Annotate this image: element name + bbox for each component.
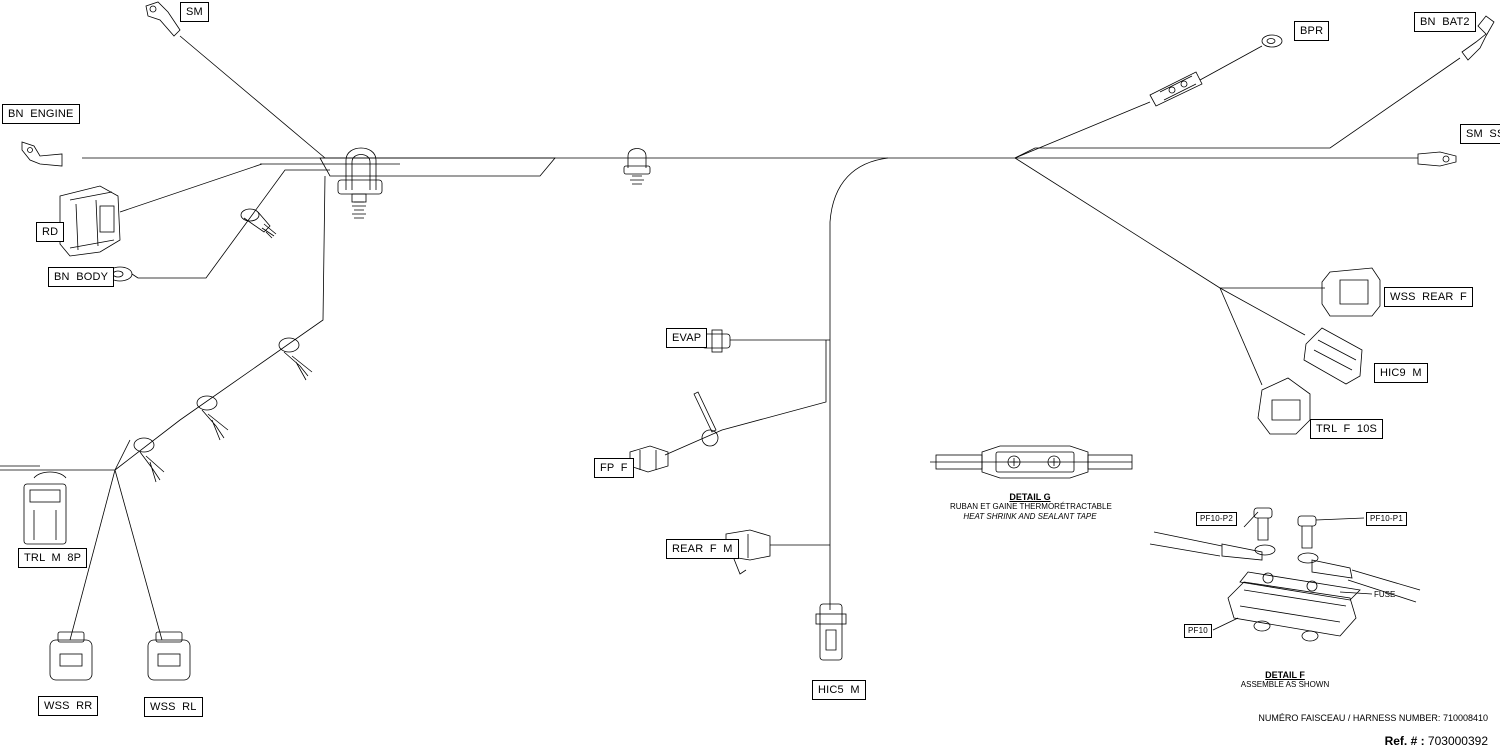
label-sm: SM xyxy=(180,2,209,22)
harness-clip-icon xyxy=(196,395,229,441)
label-fp-f: FP F xyxy=(594,458,634,478)
label-wss-rear-f: WSS REAR F xyxy=(1384,287,1473,307)
bpr-fuse-holder-icon xyxy=(1149,71,1203,107)
cable-tie-icon xyxy=(693,391,719,447)
detail-g-title: DETAIL G xyxy=(1009,492,1051,502)
detail-f-title: DETAIL F xyxy=(1265,670,1305,680)
label-trl-f-10s: TRL F 10S xyxy=(1310,419,1384,439)
label-wss-rl: WSS RL xyxy=(144,697,203,717)
wss-rr-connector-icon xyxy=(49,631,93,681)
label-sm-ss: SM SS xyxy=(1460,124,1500,144)
detail-f-line1: ASSEMBLE AS SHOWN xyxy=(1240,680,1330,689)
label-bn-body: BN BODY xyxy=(48,267,115,287)
hic9-m-connector-icon xyxy=(1303,327,1363,385)
detail-g-note: DETAIL G RUBAN ET GAINE THERMORÉTRACTABL… xyxy=(950,492,1112,522)
harness-number-line: NUMÉRO FAISCEAU / HARNESS NUMBER: 710008… xyxy=(1258,713,1488,723)
ref-number-line: Ref. # : 703000392 xyxy=(1385,734,1488,748)
harness-number-value: 710008410 xyxy=(1442,713,1488,723)
ref-number-value: 703000392 xyxy=(1427,734,1488,748)
bn-engine-terminal-icon xyxy=(21,141,63,167)
label-evap: EVAP xyxy=(666,328,708,348)
detail-g-drawing xyxy=(930,445,1133,479)
ref-number-label: Ref. # : xyxy=(1384,734,1425,748)
fp-f-connector-icon xyxy=(629,445,669,473)
harness-number-label: NUMÉRO FAISCEAU / HARNESS NUMBER: xyxy=(1258,713,1441,723)
label-bpr: BPR xyxy=(1294,21,1330,41)
harness-clip-icon xyxy=(240,208,277,239)
bn-bat2-terminal-icon xyxy=(1461,15,1495,61)
sm-terminal-icon xyxy=(145,1,181,37)
label-hic9-m: HIC9 M xyxy=(1374,363,1428,383)
label-fuse: FUSE xyxy=(1374,590,1396,599)
wss-rl-connector-icon xyxy=(147,631,191,681)
detail-f-note: DETAIL F ASSEMBLE AS SHOWN xyxy=(1220,670,1350,690)
detail-g-line1: RUBAN ET GAINE THERMORÉTRACTABLE xyxy=(950,502,1112,511)
label-wss-rr: WSS RR xyxy=(38,696,99,716)
component-drawings xyxy=(21,1,1495,681)
label-bn-bat2: BN BAT2 xyxy=(1414,12,1476,32)
harness-clip-icon xyxy=(133,437,165,483)
u-clamp-icon xyxy=(337,147,383,219)
push-clip-icon xyxy=(623,148,651,185)
sm-ss-terminal-icon xyxy=(1417,151,1457,167)
trl-m-8p-connector-icon xyxy=(23,471,67,545)
detail-g-line2: HEAT SHRINK AND SEALANT TAPE xyxy=(963,512,1097,521)
label-pf10: PF10 xyxy=(1184,624,1212,638)
hic5-m-connector-icon xyxy=(815,603,847,661)
wss-rear-f-connector-icon xyxy=(1321,267,1381,317)
harness-wires xyxy=(0,35,1461,641)
label-pf10-p1: PF10-P1 xyxy=(1366,512,1407,526)
trl-f-10s-connector-icon xyxy=(1257,377,1311,435)
harness-clip-icon xyxy=(278,337,313,381)
bpr-terminal-icon xyxy=(1261,34,1283,48)
label-pf10-p2: PF10-P2 xyxy=(1196,512,1237,526)
label-hic5-m: HIC5 M xyxy=(812,680,866,700)
detail-f-drawing xyxy=(1149,507,1421,642)
label-bn-engine: BN ENGINE xyxy=(2,104,80,124)
rd-connector-icon xyxy=(59,185,121,257)
label-rd: RD xyxy=(36,222,65,242)
label-rear-f-m: REAR F M xyxy=(666,539,739,559)
label-trl-m-8p: TRL M 8P xyxy=(18,548,88,568)
